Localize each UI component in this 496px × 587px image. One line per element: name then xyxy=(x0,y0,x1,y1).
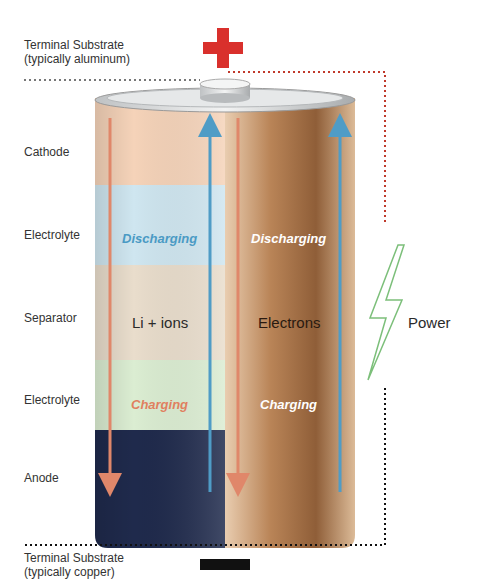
positive-wire xyxy=(228,72,385,225)
flow-label: Discharging xyxy=(122,231,197,247)
layer-label: Anode xyxy=(24,471,59,485)
electron-charging-arrow xyxy=(237,118,240,485)
flow-label: Charging xyxy=(131,397,188,413)
terminal-label: Terminal Substrate (typically copper) xyxy=(24,551,164,580)
electron-discharging-arrow xyxy=(339,125,342,492)
layer-label: Electrolyte xyxy=(24,393,80,407)
ion-label: Li + ions xyxy=(132,314,188,332)
flow-label: Charging xyxy=(260,397,317,413)
layer-label: Separator xyxy=(24,311,77,325)
terminal-label: Terminal Substrate (typically aluminum) xyxy=(24,38,164,67)
power-label: Power xyxy=(408,314,451,332)
flow-label: Discharging xyxy=(251,231,326,247)
negative-wire xyxy=(24,388,385,545)
layer-label: Electrolyte xyxy=(24,228,80,242)
layer-label: Cathode xyxy=(24,145,69,159)
minus-symbol xyxy=(200,559,250,570)
electron-label: Electrons xyxy=(258,314,321,332)
lightning-symbol xyxy=(368,245,404,380)
ion-charging-arrow xyxy=(109,118,112,485)
terminal-line xyxy=(24,79,200,81)
ion-discharging-arrow xyxy=(209,125,212,492)
